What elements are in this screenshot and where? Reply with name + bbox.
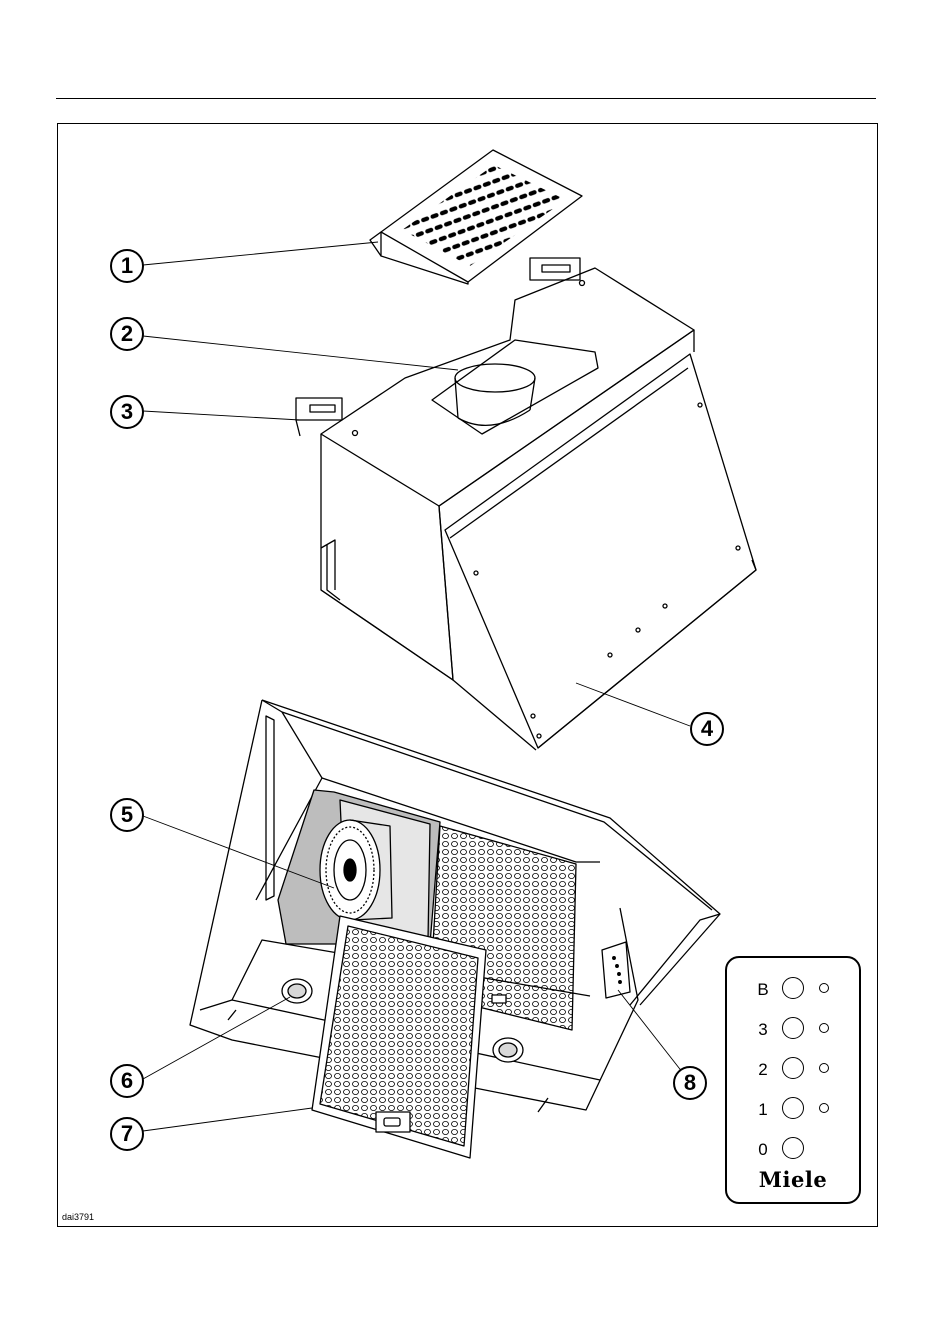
led-indicator-icon	[819, 1063, 829, 1073]
led-indicator-icon	[819, 983, 829, 993]
brand-logo: Miele	[727, 1167, 859, 1192]
callout-6: 6	[110, 1064, 144, 1098]
callout-8: 8	[673, 1066, 707, 1100]
panel-row-2: 2	[727, 1057, 859, 1087]
callout-5: 5	[110, 798, 144, 832]
lower-hood	[190, 700, 720, 1158]
panel-row-1: 1	[727, 1097, 859, 1127]
control-panel-detail: B 3 2 1 0 Miele	[725, 956, 861, 1204]
panel-label: 3	[755, 1020, 771, 1040]
panel-label: 0	[755, 1140, 771, 1160]
panel-label: 1	[755, 1100, 771, 1120]
panel-label: B	[755, 980, 771, 1000]
panel-label: 2	[755, 1060, 771, 1080]
hood-body	[296, 258, 756, 750]
callout-7: 7	[110, 1117, 144, 1151]
figure-code: dai3791	[62, 1212, 94, 1222]
fan-button-b[interactable]	[782, 977, 804, 999]
callout-3: 3	[110, 395, 144, 429]
fan-button-2[interactable]	[782, 1057, 804, 1079]
callout-1: 1	[110, 249, 144, 283]
callout-2: 2	[110, 317, 144, 351]
callout-4: 4	[690, 712, 724, 746]
fan-button-3[interactable]	[782, 1017, 804, 1039]
panel-row-3: 3	[727, 1017, 859, 1047]
fan-button-1[interactable]	[782, 1097, 804, 1119]
led-indicator-icon	[819, 1023, 829, 1033]
top-grille	[370, 150, 582, 284]
led-indicator-icon	[819, 1103, 829, 1113]
off-button[interactable]	[782, 1137, 804, 1159]
panel-row-0: 0	[727, 1137, 859, 1167]
panel-row-b: B	[727, 977, 859, 1007]
